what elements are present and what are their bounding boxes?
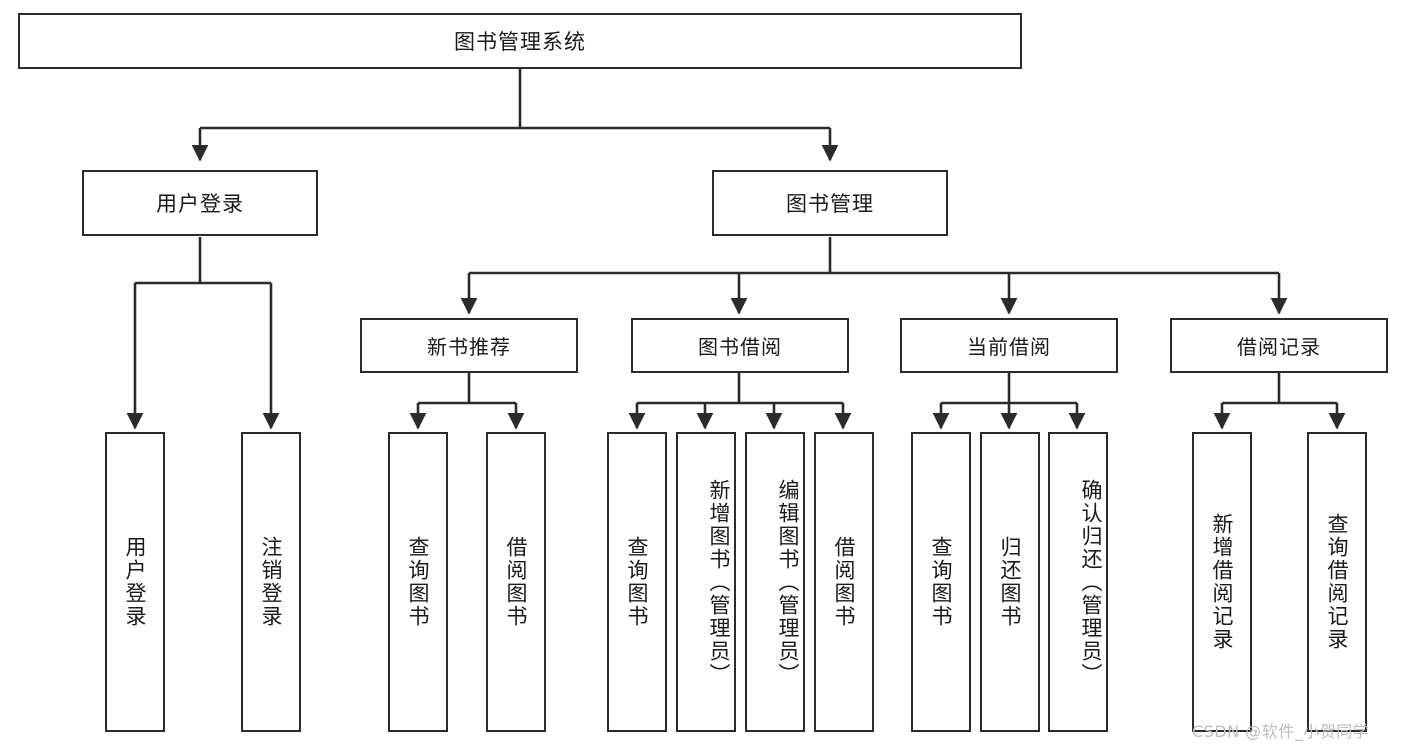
leaf-borrow-record-query-record[interactable]: 查询借阅记录 <box>1307 432 1367 732</box>
csdn-watermark: CSDN @软件_小贺同学 <box>1192 722 1370 741</box>
leaf-book-borrow-add-book-admin[interactable]: 新增图书（管理员） <box>676 432 736 732</box>
leaf-new-book-borrow-book[interactable]: 借阅图书 <box>486 432 546 732</box>
leaf-current-borrow-query-book[interactable]: 查询图书 <box>911 432 971 732</box>
leaf-book-borrow-edit-book-admin[interactable]: 编辑图书（管理员） <box>745 432 805 732</box>
node-borrow-record[interactable]: 借阅记录 <box>1170 318 1388 373</box>
node-current-borrow[interactable]: 当前借阅 <box>900 318 1118 373</box>
leaf-user-login-login[interactable]: 用户登录 <box>105 432 165 732</box>
leaf-current-borrow-confirm-return-admin[interactable]: 确认归还（管理员） <box>1048 432 1108 732</box>
leaf-borrow-record-add-record[interactable]: 新增借阅记录 <box>1192 432 1252 732</box>
leaf-book-borrow-borrow-book[interactable]: 借阅图书 <box>814 432 874 732</box>
leaf-book-borrow-query-book[interactable]: 查询图书 <box>607 432 667 732</box>
leaf-current-borrow-return-book[interactable]: 归还图书 <box>980 432 1040 732</box>
node-book-borrow[interactable]: 图书借阅 <box>631 318 849 373</box>
node-new-book-recommend[interactable]: 新书推荐 <box>360 318 578 373</box>
node-root-book-management-system[interactable]: 图书管理系统 <box>18 13 1022 69</box>
leaf-new-book-query-book[interactable]: 查询图书 <box>388 432 448 732</box>
node-user-login[interactable]: 用户登录 <box>82 170 318 236</box>
leaf-user-login-logout[interactable]: 注销登录 <box>241 432 301 732</box>
node-book-management[interactable]: 图书管理 <box>712 170 948 236</box>
